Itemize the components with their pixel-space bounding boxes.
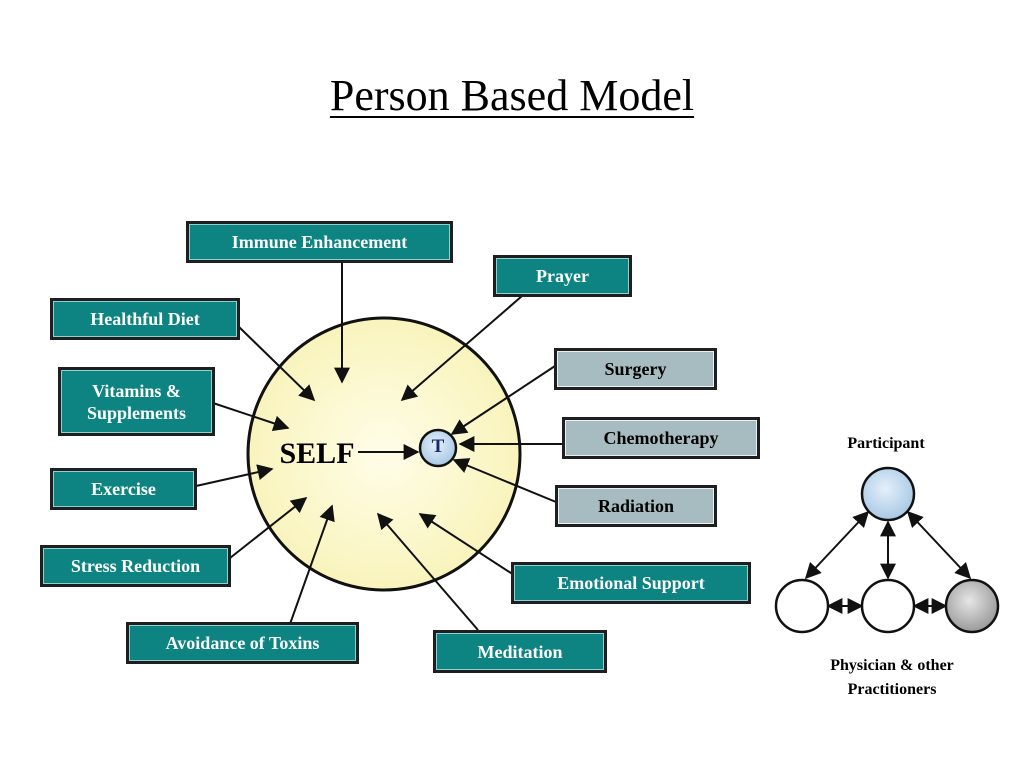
arrow-meditation <box>376 512 479 631</box>
arrow-radiation <box>452 458 557 503</box>
arrow-exercise <box>195 464 274 487</box>
box-stress-reduction: Stress Reduction <box>40 545 231 587</box>
arrow-vitamins <box>212 402 290 432</box>
box-surgery: Surgery <box>554 348 717 390</box>
practitioner-node-left <box>774 578 830 634</box>
box-prayer: Prayer <box>493 255 632 297</box>
arrow-healthful-diet <box>237 325 316 402</box>
inset-edge-top-left <box>804 510 870 580</box>
box-radiation: Radiation <box>555 485 717 527</box>
box-meditation: Meditation <box>433 630 607 673</box>
box-emotional-support: Emotional Support <box>511 562 751 604</box>
practitioner-node-right <box>944 578 1000 634</box>
practitioners-label: Physician & other Practitioners <box>830 657 954 698</box>
practitioner-node-middle <box>860 578 916 634</box>
participant-node <box>860 466 916 522</box>
box-avoidance-of-toxins: Avoidance of Toxins <box>126 622 359 664</box>
box-healthful-diet: Healthful Diet <box>50 298 240 340</box>
inset-edge-top-right <box>906 510 972 580</box>
arrow-avoidance-of-toxins <box>289 504 335 625</box>
arrow-emotional-support <box>418 513 515 576</box>
box-chemotherapy: Chemotherapy <box>562 417 760 459</box>
participant-label: Participant <box>847 435 925 452</box>
page-title: Person Based Model <box>329 71 695 120</box>
self-circle <box>246 316 522 592</box>
target-circle <box>418 428 458 468</box>
box-vitamins-supplements: Vitamins & Supplements <box>58 367 215 436</box>
box-exercise: Exercise <box>50 468 197 510</box>
self-label: SELF <box>279 437 355 470</box>
box-immune-enhancement: Immune Enhancement <box>186 221 453 263</box>
target-label: T <box>431 436 445 457</box>
arrow-prayer <box>400 295 523 402</box>
arrow-surgery <box>450 365 556 435</box>
arrow-stress-reduction <box>229 497 308 559</box>
